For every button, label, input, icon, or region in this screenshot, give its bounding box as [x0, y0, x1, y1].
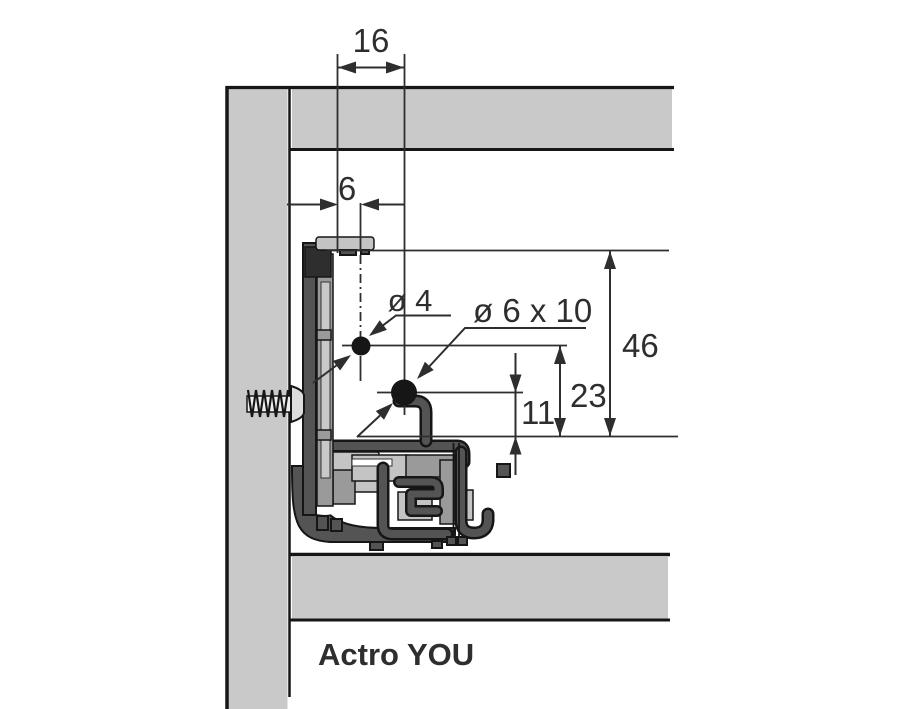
callout-hole-4: ø 4	[312, 283, 451, 384]
left-rail	[302, 236, 375, 516]
right-tab	[496, 463, 511, 478]
dim-46-label: 46	[622, 327, 659, 364]
steel-profiles	[324, 394, 495, 541]
runner-cross-section	[246, 236, 511, 551]
dim-6-label: 6	[338, 170, 356, 207]
dim-46: 46	[604, 251, 659, 436]
dim-11-label: 11	[521, 394, 555, 431]
panel-edges	[225, 85, 674, 709]
callout-hole-6x10: ø 6 x 10	[356, 292, 592, 438]
upper-panel	[292, 89, 672, 148]
rear-wall-lines	[446, 443, 468, 546]
drawing-title: Actro YOU	[318, 637, 474, 672]
mounting-screw	[246, 384, 305, 424]
rail-top-cap	[315, 236, 375, 251]
hole-4	[351, 336, 371, 356]
hole-6x10-label: ø 6 x 10	[473, 292, 592, 329]
dim-11: 11	[509, 353, 555, 475]
lower-panel	[292, 557, 668, 619]
dim-16: 16	[338, 22, 404, 74]
dim-23-label: 23	[570, 377, 607, 414]
dim-16-label: 16	[353, 22, 390, 59]
hole-6x10	[391, 379, 417, 406]
dim-23: 23	[554, 346, 607, 436]
dimension-lines: 16 6 46 23 11	[287, 22, 678, 475]
hole-4-label: ø 4	[388, 283, 433, 318]
dim-6: 6	[287, 170, 405, 211]
